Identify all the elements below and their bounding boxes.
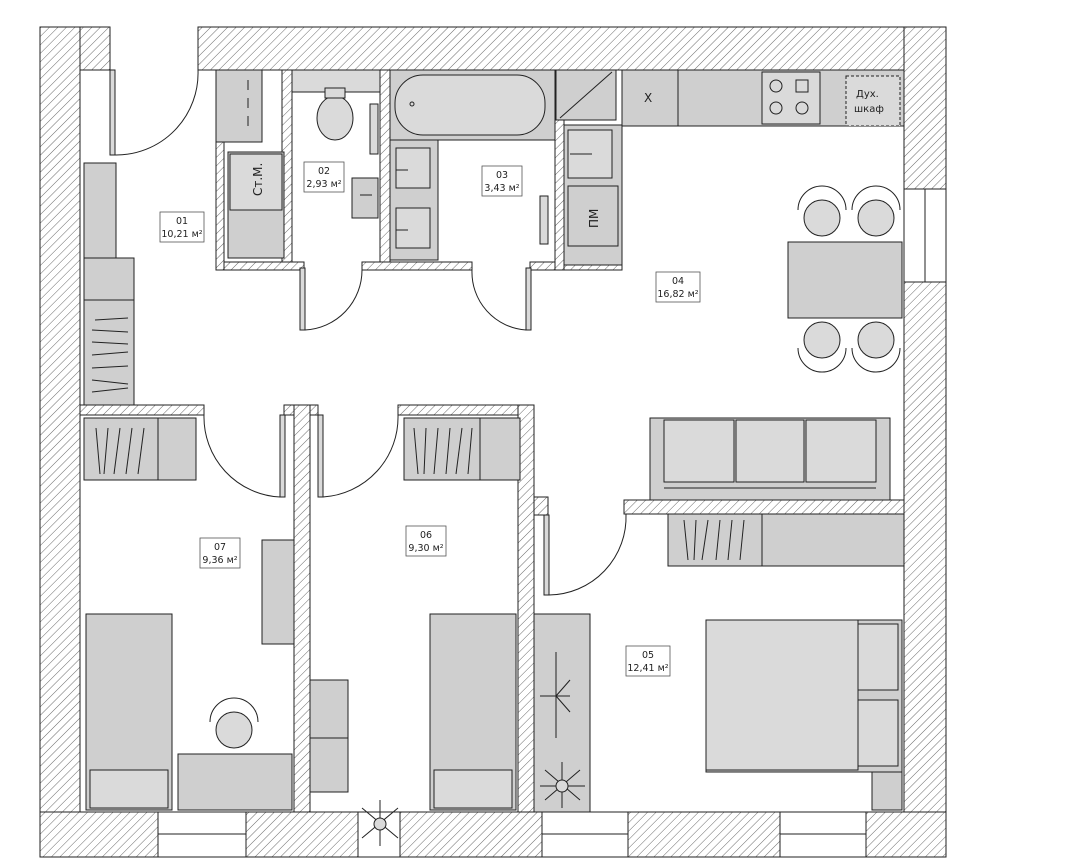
oven-label-line1: Дух.	[856, 89, 879, 100]
towel-rail-02	[369, 103, 379, 155]
svg-text:06: 06	[420, 530, 432, 541]
shoe-cabinet	[83, 162, 117, 259]
plant-06	[361, 800, 399, 846]
desk-06	[309, 679, 349, 793]
room-label-03: 03 3,43 м²	[481, 165, 523, 197]
svg-text:9,30 м²: 9,30 м²	[408, 543, 443, 554]
bathroom-02: Ст.М.	[227, 69, 381, 259]
shelf-07	[261, 539, 295, 645]
svg-text:05: 05	[642, 650, 654, 661]
dishwasher-label: ПМ	[587, 209, 601, 228]
doors	[109, 69, 627, 596]
svg-text:2,93 м²: 2,93 м²	[306, 179, 341, 190]
towel-rail-03	[539, 195, 549, 245]
sink-02	[351, 177, 379, 219]
toilet	[316, 95, 354, 141]
tall-cabinet	[555, 69, 617, 121]
kitchen-04: ПМ Х Дух. шкаф	[555, 69, 905, 501]
svg-text:3,43 м²: 3,43 м²	[484, 183, 519, 194]
svg-text:9,36 м²: 9,36 м²	[202, 555, 237, 566]
bathroom-03	[389, 69, 556, 261]
room-label-05: 05 12,41 м²	[625, 645, 671, 677]
svg-text:03: 03	[496, 170, 508, 181]
svg-text:02: 02	[318, 166, 330, 177]
room-label-02: 02 2,93 м²	[303, 161, 345, 193]
wardrobe-06	[403, 417, 521, 481]
room-07-furniture	[83, 417, 295, 811]
svg-text:01: 01	[176, 216, 188, 227]
svg-text:10,21 м²: 10,21 м²	[161, 229, 202, 240]
wardrobe-top-hall	[215, 69, 263, 143]
oven	[845, 75, 901, 127]
dining-table	[787, 241, 903, 319]
washing-machine-label: Ст.М.	[251, 163, 265, 196]
room-05-furniture	[533, 513, 905, 813]
svg-text:12,41 м²: 12,41 м²	[627, 663, 668, 674]
svg-text:04: 04	[672, 276, 684, 287]
svg-text:16,82 м²: 16,82 м²	[657, 289, 698, 300]
hangers-hall	[91, 317, 129, 393]
dishwasher	[567, 185, 619, 247]
room-label-07: 07 9,36 м²	[199, 537, 241, 569]
windows	[157, 188, 947, 858]
chair-07	[215, 711, 253, 749]
room-label-04: 04 16,82 м²	[655, 271, 701, 303]
fridge-label: Х	[644, 91, 652, 105]
wardrobe-07	[83, 417, 197, 481]
wardrobe-05	[667, 513, 905, 567]
exterior-walls	[39, 26, 947, 858]
room-label-01: 01 10,21 м²	[159, 211, 205, 243]
room-label-06: 06 9,30 м²	[405, 525, 447, 557]
window-room-06	[357, 811, 401, 858]
desk-07	[177, 753, 293, 811]
hall-furniture	[83, 69, 263, 406]
nightstand-05	[871, 771, 903, 811]
plant-05	[540, 762, 585, 808]
oven-label-line2: шкаф	[854, 104, 884, 115]
dining-chairs	[797, 185, 901, 373]
room-06-furniture	[309, 417, 521, 846]
svg-text:07: 07	[214, 542, 226, 553]
interior-walls	[79, 69, 905, 813]
hob	[761, 71, 821, 125]
